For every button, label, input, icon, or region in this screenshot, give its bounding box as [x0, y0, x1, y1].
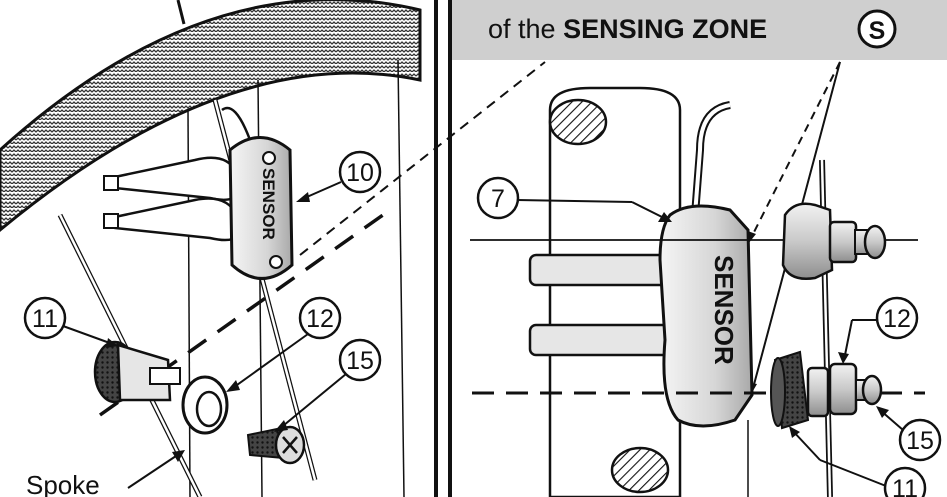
right-panel-border: [448, 0, 452, 497]
callout-10-left: 10: [296, 150, 382, 202]
svg-text:7: 7: [491, 185, 505, 213]
magnet-upper-right: [781, 202, 887, 280]
spoke-label: Spoke: [26, 470, 100, 497]
magnet-left: [93, 340, 181, 404]
sensing-zone-icon: S: [857, 9, 897, 49]
magnet-lower-right: [770, 350, 883, 430]
zone-leader-left: [299, 61, 546, 256]
svg-text:10: 10: [346, 159, 374, 187]
svg-text:12: 12: [306, 305, 334, 333]
callout-15-left: 15: [274, 338, 382, 432]
svg-text:15: 15: [906, 427, 934, 455]
callout-15-right: 15: [876, 406, 942, 462]
svg-text:S: S: [869, 17, 886, 45]
sensor-body-left: SENSOR: [221, 106, 294, 280]
zip-tie-strap: [528, 253, 682, 287]
alignment-line: [98, 208, 392, 417]
left-panel: SENSOR 11 10: [0, 0, 546, 497]
zip-ties: [103, 156, 242, 242]
sensor-body-right: [658, 204, 754, 428]
right-panel: of the SENSING ZONE S SENSOR: [452, 0, 947, 497]
rim-edge: [0, 72, 421, 231]
spoke-pointer-arrow: [172, 450, 185, 462]
tube-section-top: [548, 98, 608, 146]
callout-11-left: 11: [23, 296, 119, 348]
svg-text:15: 15: [346, 347, 374, 375]
sensor-cable-core: [693, 103, 731, 216]
heading-text: of the SENSING ZONE: [488, 14, 767, 44]
svg-text:12: 12: [883, 305, 911, 333]
callout-11-right: 11: [789, 426, 927, 497]
sensor-mark-icon: [262, 151, 276, 165]
valve-stem: [176, 0, 186, 25]
callout-7-right: 7: [476, 176, 672, 222]
callout-12-right: 12: [838, 296, 919, 364]
svg-text:11: 11: [892, 475, 918, 497]
spoke-pointer: [127, 451, 183, 489]
washer-hole-left: [195, 390, 223, 428]
fork-line: [397, 59, 405, 497]
sensor-label-right: SENSOR: [709, 255, 739, 365]
zone-leader: [749, 61, 841, 241]
tube-section-bottom: [610, 446, 670, 494]
callout-12-left: 12: [226, 296, 342, 392]
zip-tie-strap: [528, 323, 682, 357]
sensor-label-left: SENSOR: [259, 168, 278, 240]
sensor-mark-icon: [269, 255, 283, 269]
screw-left: [246, 425, 306, 465]
chainstay-tube: [548, 86, 682, 497]
svg-text:11: 11: [32, 305, 58, 333]
